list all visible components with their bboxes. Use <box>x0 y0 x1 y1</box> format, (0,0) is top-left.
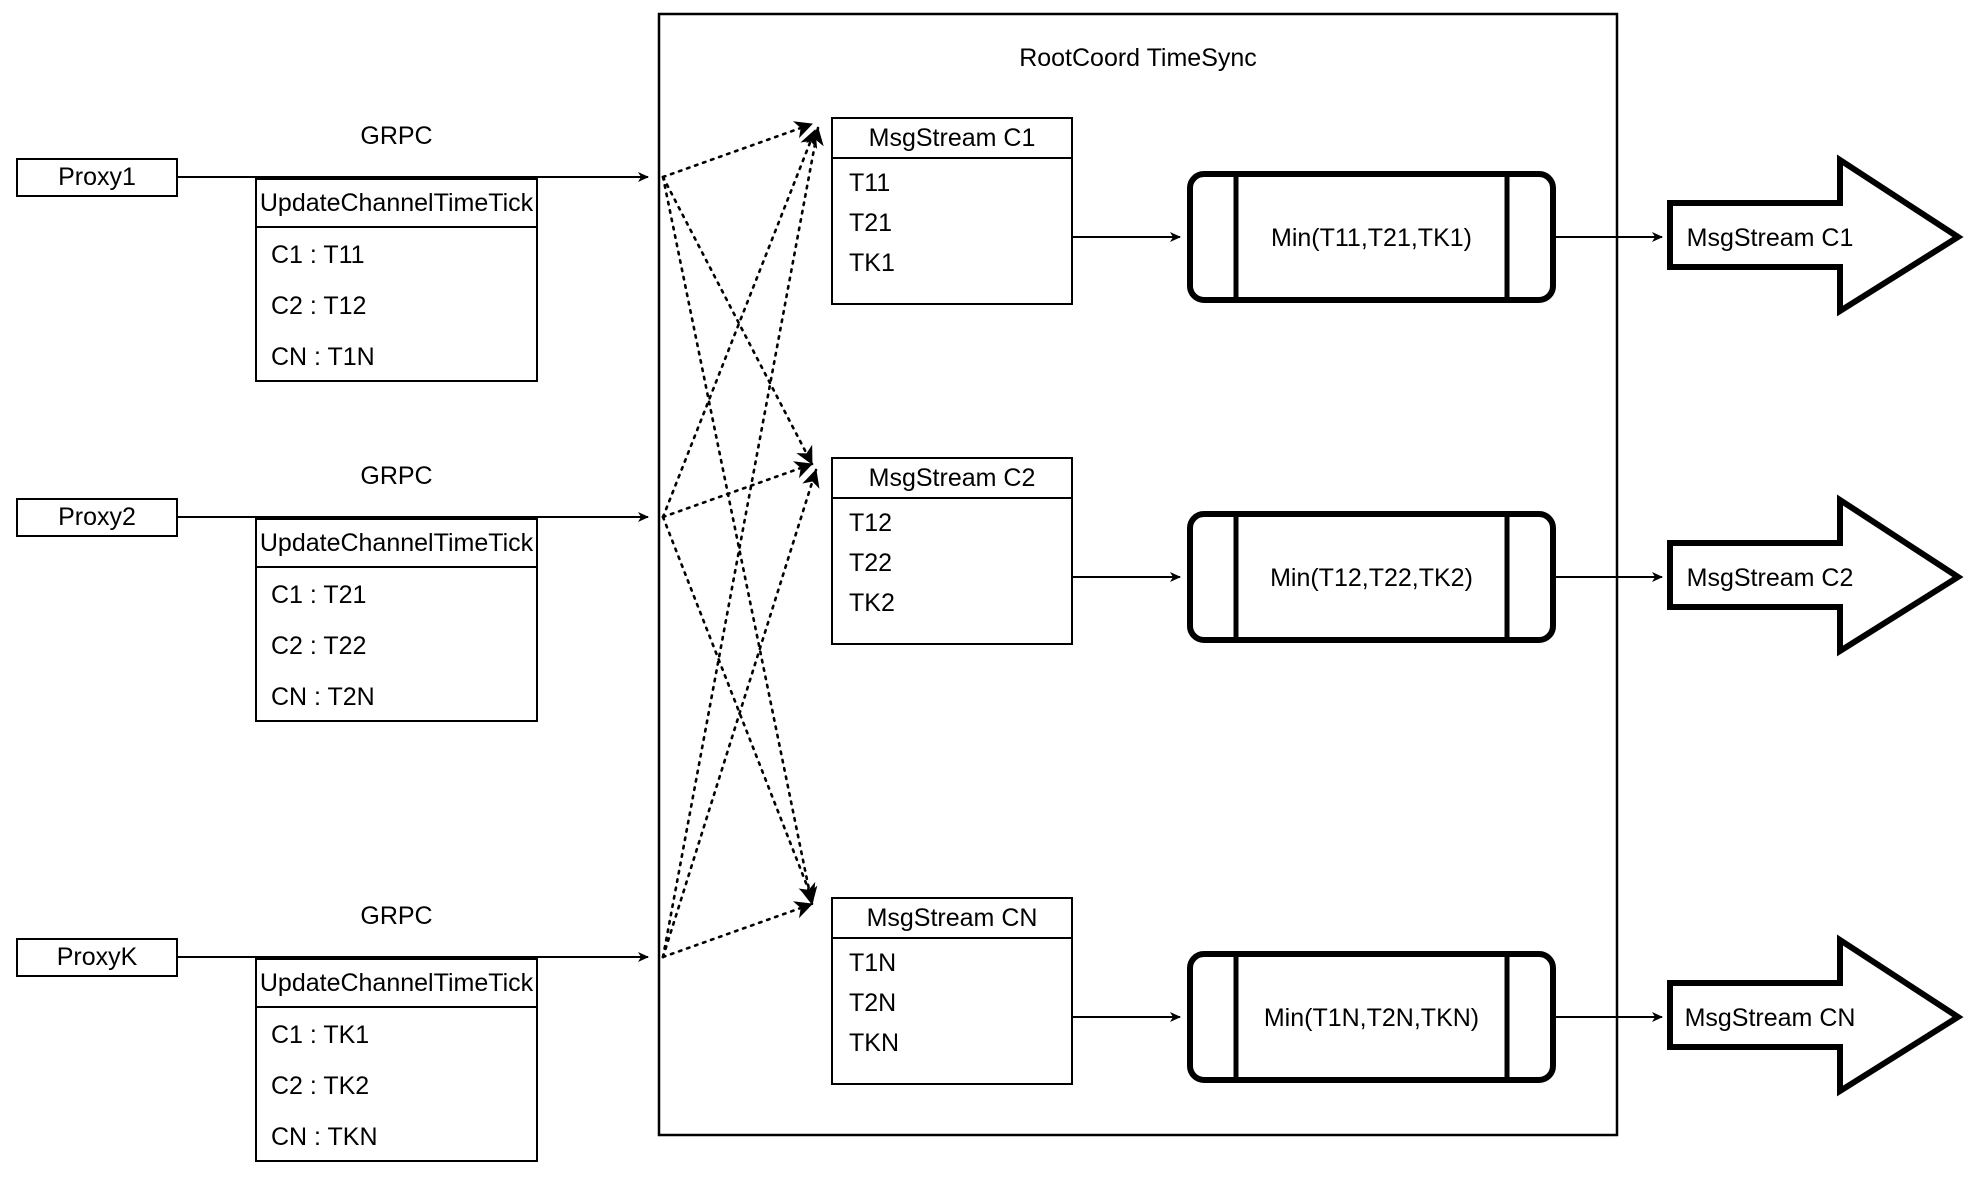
proxy-box-1[interactable]: Proxy1 <box>16 158 178 197</box>
msgstream-header: MsgStream C2 <box>833 459 1071 499</box>
proxy-box-3[interactable]: ProxyK <box>16 938 178 977</box>
table-row: C2 : T22 <box>271 632 367 660</box>
output-arrow-label-1: MsgStream C1 <box>1686 224 1854 252</box>
table-row: CN : TKN <box>271 1123 378 1151</box>
msgstream-box-3: MsgStream CN T1N T2N TKN <box>831 897 1073 1085</box>
tick-row: T11 <box>849 169 891 197</box>
table-row: C1 : T21 <box>271 581 367 609</box>
proxy-box-2[interactable]: Proxy2 <box>16 498 178 537</box>
table-row: CN : T1N <box>271 343 375 371</box>
msgstream-box-1: MsgStream C1 T11 T21 TK1 <box>831 117 1073 305</box>
table-header: UpdateChannelTimeTick <box>257 180 536 228</box>
msgstream-body: T11 T21 TK1 <box>833 159 1071 303</box>
msgstream-header: MsgStream CN <box>833 899 1071 939</box>
tick-row: T21 <box>849 209 893 237</box>
min-process-label-1: Min(T11,T21,TK1) <box>1271 224 1472 252</box>
tick-row: TK2 <box>849 589 895 617</box>
grpc-label-2: GRPC <box>360 462 433 490</box>
table-row: CN : T2N <box>271 683 375 711</box>
table-body: C1 : T11 C2 : T12 CN : T1N <box>257 228 536 382</box>
container-title: RootCoord TimeSync <box>1019 44 1257 72</box>
table-body: C1 : TK1 C2 : TK2 CN : TKN <box>257 1008 536 1162</box>
grpc-label-1: GRPC <box>360 122 433 150</box>
table-row: C2 : T12 <box>271 292 367 320</box>
msgstream-body: T1N T2N TKN <box>833 939 1071 1083</box>
table-body: C1 : T21 C2 : T22 CN : T2N <box>257 568 536 722</box>
tick-row: TK1 <box>849 249 895 277</box>
min-process-label-2: Min(T12,T22,TK2) <box>1270 564 1473 592</box>
tick-row: T1N <box>849 949 897 977</box>
output-arrow-label-3: MsgStream CN <box>1684 1004 1856 1032</box>
tick-row: T12 <box>849 509 893 537</box>
tick-row: TKN <box>849 1029 899 1057</box>
tick-row: T2N <box>849 989 897 1017</box>
update-channel-timetick-table-3: UpdateChannelTimeTick C1 : TK1 C2 : TK2 … <box>255 958 538 1162</box>
grpc-label-3: GRPC <box>360 902 433 930</box>
table-row: C1 : T11 <box>271 241 365 269</box>
update-channel-timetick-table-1: UpdateChannelTimeTick C1 : T11 C2 : T12 … <box>255 178 538 382</box>
tick-row: T22 <box>849 549 893 577</box>
output-arrow-label-2: MsgStream C2 <box>1686 564 1854 592</box>
table-row: C1 : TK1 <box>271 1021 370 1049</box>
table-header: UpdateChannelTimeTick <box>257 520 536 568</box>
min-process-label-3: Min(T1N,T2N,TKN) <box>1263 1004 1480 1032</box>
update-channel-timetick-table-2: UpdateChannelTimeTick C1 : T21 C2 : T22 … <box>255 518 538 722</box>
msgstream-box-2: MsgStream C2 T12 T22 TK2 <box>831 457 1073 645</box>
msgstream-header: MsgStream C1 <box>833 119 1071 159</box>
table-row: C2 : TK2 <box>271 1072 370 1100</box>
table-header: UpdateChannelTimeTick <box>257 960 536 1008</box>
msgstream-body: T12 T22 TK2 <box>833 499 1071 643</box>
